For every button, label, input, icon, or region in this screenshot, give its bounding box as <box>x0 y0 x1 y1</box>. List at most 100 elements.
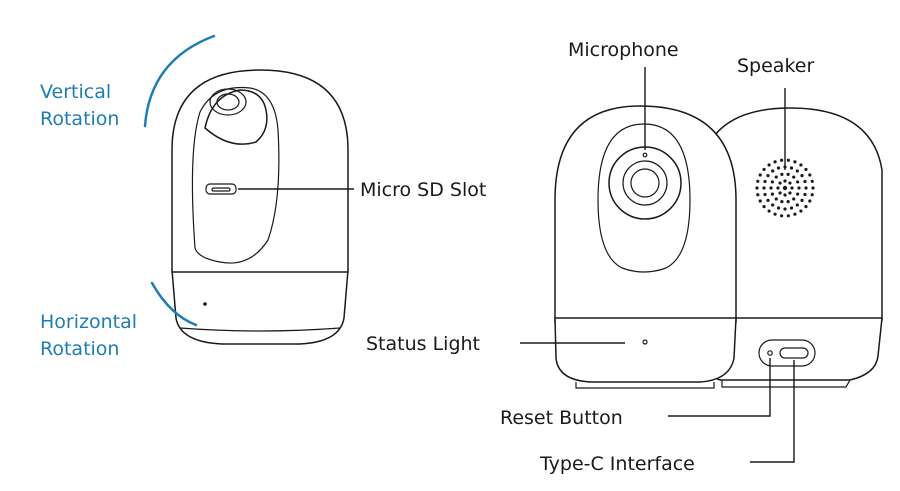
speaker-hole <box>800 174 804 178</box>
speaker-hole <box>803 179 807 184</box>
vertical-rotation-line2: Rotation <box>40 108 119 130</box>
port-panel <box>758 339 816 367</box>
speaker-hole <box>773 212 777 216</box>
front-camera-face <box>597 123 691 273</box>
speaker-hole <box>767 209 771 213</box>
speaker-hole <box>786 172 790 176</box>
type-c-port <box>779 347 809 359</box>
speaker-hole <box>804 186 808 190</box>
speaker-hole <box>799 163 803 167</box>
status-light-dot <box>642 339 648 345</box>
speaker-hole <box>770 180 774 184</box>
type-c-leader <box>750 360 795 463</box>
status-light-label: Status Light <box>366 333 480 355</box>
speaker-hole <box>776 186 780 190</box>
speaker-hole <box>786 158 790 162</box>
front-lens <box>622 160 668 206</box>
speaker-hole <box>770 192 774 196</box>
front-lens-housing <box>608 146 682 220</box>
speaker-hole <box>771 169 775 173</box>
speaker-hole <box>797 186 801 190</box>
rear-camera-base <box>710 317 883 381</box>
type-c-interface-label: Type-C Interface <box>539 453 695 475</box>
speaker-hole <box>767 163 771 167</box>
speaker-hole <box>766 174 770 178</box>
speaker-hole <box>808 173 812 177</box>
speaker-hole <box>763 192 767 197</box>
speaker-hole <box>774 175 778 179</box>
speaker-hole <box>799 209 803 213</box>
speaker-hole <box>804 204 808 209</box>
speaker-hole <box>762 186 766 190</box>
speaker-hole <box>793 160 797 164</box>
speaker-hole <box>804 167 808 172</box>
speaker-hole <box>774 197 778 201</box>
speaker-hole <box>810 193 814 197</box>
speaker-hole <box>762 167 766 172</box>
micro-sd-slot-label: Micro SD Slot <box>360 179 486 201</box>
front-camera <box>554 105 737 389</box>
speaker-hole <box>803 192 807 197</box>
speaker-label: Speaker <box>737 55 814 77</box>
front-camera-base <box>554 317 737 383</box>
speaker-hole <box>783 207 787 211</box>
vertical-rotation-label: Vertical Rotation <box>40 81 119 130</box>
speaker-hole <box>788 191 792 195</box>
speaker-hole <box>776 166 781 170</box>
horizontal-rotation-label: Horizontal Rotation <box>40 311 143 360</box>
reset-button-label: Reset Button <box>500 407 623 429</box>
speaker-hole <box>789 166 794 170</box>
left-camera-face <box>191 86 280 264</box>
speaker-hole <box>758 199 762 203</box>
speaker-hole <box>780 214 784 218</box>
speaker-hole <box>792 175 796 179</box>
speaker-hole <box>810 179 814 183</box>
left-camera-base <box>171 269 349 345</box>
speaker-grille <box>755 158 815 218</box>
speaker-hole <box>782 185 788 191</box>
speaker-hole <box>792 197 796 201</box>
speaker-hole <box>758 173 762 177</box>
left-camera <box>143 34 354 345</box>
left-status-light-dot <box>203 302 207 306</box>
speaker-hole <box>778 191 782 195</box>
speaker-hole <box>811 186 815 190</box>
speaker-hole <box>790 186 794 190</box>
microphone-hole <box>642 152 648 158</box>
speaker-hole <box>786 200 790 204</box>
reset-button-hole <box>767 350 773 356</box>
speaker-hole <box>796 192 800 196</box>
speaker-hole <box>800 198 804 202</box>
speaker-hole <box>793 212 797 216</box>
speaker-hole <box>795 169 799 173</box>
speaker-hole <box>780 172 784 176</box>
reset-button-leader <box>668 358 771 417</box>
vertical-rotation-line1: Vertical <box>40 81 111 103</box>
speaker-hole <box>776 206 781 210</box>
left-camera-lens-module <box>204 89 268 145</box>
horizontal-rotation-line2: Rotation <box>40 338 119 360</box>
speaker-hole <box>763 179 767 184</box>
horizontal-rotation-line1: Horizontal <box>40 311 137 333</box>
speaker-hole <box>780 158 784 162</box>
speaker-hole <box>796 180 800 184</box>
speaker-hole <box>786 214 790 218</box>
speaker-hole <box>762 204 766 209</box>
speaker-hole <box>773 160 777 164</box>
speaker-hole <box>778 181 782 185</box>
rear-camera <box>699 107 883 388</box>
speaker-hole <box>769 186 773 190</box>
speaker-hole <box>808 199 812 203</box>
speaker-hole <box>755 186 759 190</box>
vertical-rotation-arrow <box>143 34 216 128</box>
speaker-hole <box>756 193 760 197</box>
speaker-hole <box>780 200 784 204</box>
speaker-hole <box>788 181 792 185</box>
speaker-hole <box>789 206 794 210</box>
microphone-label: Microphone <box>568 39 679 61</box>
speaker-hole <box>783 179 787 183</box>
speaker-hole <box>766 198 770 202</box>
speaker-hole <box>795 203 799 207</box>
